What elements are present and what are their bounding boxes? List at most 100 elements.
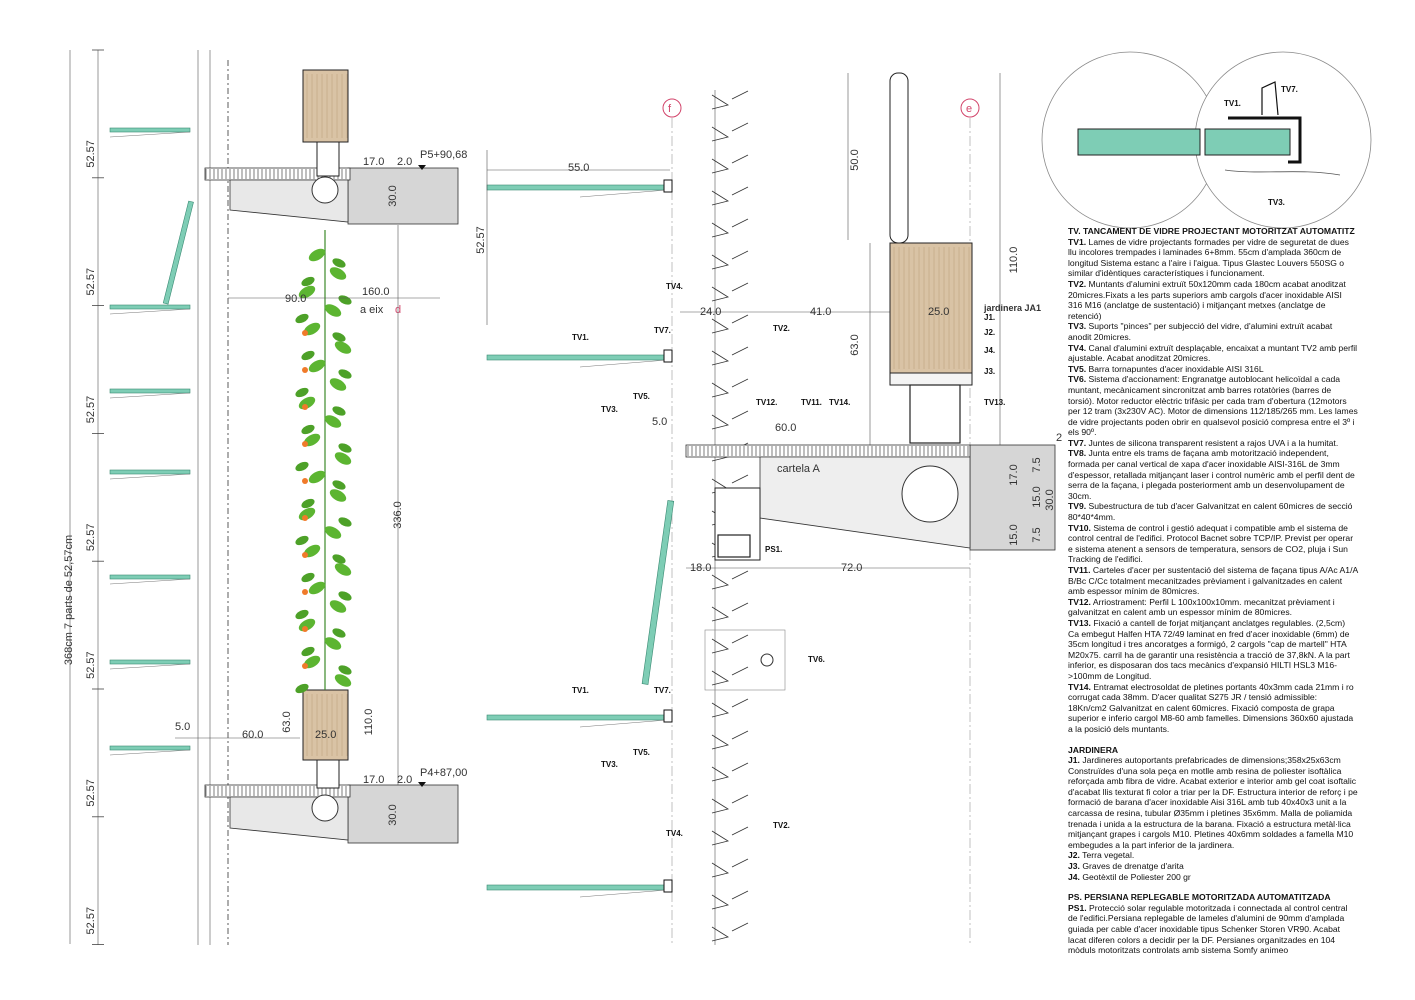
item-code: TV3.: [1068, 321, 1087, 332]
leaf: [324, 304, 342, 317]
dim-5-mid: 5.0: [652, 416, 667, 428]
dim-160: 160.0: [362, 286, 390, 298]
upper-planter-foot: [316, 141, 340, 177]
leaf: [295, 683, 309, 694]
glass-louver: [109, 745, 191, 751]
sawtooth-tooth: [711, 190, 730, 206]
louver-hinge: [731, 602, 749, 612]
tv6-gear: [760, 653, 774, 667]
louver-arm: [109, 663, 191, 670]
tv-item: TV3. Suports "pinces" per subjecció del …: [1068, 321, 1358, 342]
item-code: J2.: [1068, 850, 1080, 861]
detail-glass-left: [1077, 128, 1201, 156]
item-text: Subestructura de tub d'acer Galvanitzat …: [1068, 501, 1353, 523]
leaf: [301, 572, 315, 583]
joint-detail: TV1. TV7. TV3.: [1041, 51, 1372, 229]
tv-item: TV14. Entramat electrosoldat de pletines…: [1068, 682, 1358, 735]
ps-item: PS1. Protecció solar regulable motoritza…: [1068, 903, 1358, 956]
louver-hinge: [731, 698, 749, 708]
louver-hinge: [731, 762, 749, 772]
louver-hinge: [731, 826, 749, 836]
glass-louver: [109, 574, 191, 580]
louver-arm: [579, 359, 668, 368]
leaf: [301, 498, 315, 509]
item-code: J4.: [1068, 871, 1080, 882]
sawtooth-tooth: [711, 926, 730, 942]
louver-hinge: [731, 378, 749, 388]
tag-tv11: TV11.: [801, 398, 822, 407]
tag-ps1: PS1.: [765, 545, 782, 554]
item-text: Fixació a cantell de forjat mitjançant a…: [1068, 617, 1350, 681]
item-text: Carteles d'acer per sustentació del sist…: [1068, 565, 1358, 597]
louver-hinge: [731, 922, 749, 932]
leaf: [308, 248, 326, 262]
sawtooth-tooth: [711, 574, 730, 590]
flower: [302, 515, 308, 521]
louver-arm: [109, 749, 191, 756]
item-code: TV4.: [1068, 342, 1087, 353]
louver-clip: [663, 879, 673, 893]
leaf: [295, 609, 309, 620]
leaf: [332, 554, 346, 564]
axis-label: a eix: [360, 304, 384, 316]
middle-glass-louvers: [486, 179, 673, 898]
item-text: Canal d'alumini extruït desplaçable, enc…: [1068, 342, 1358, 364]
j-item: J4. Geotèxtil de Poliester 200 gr: [1068, 872, 1358, 883]
louver-arm: [109, 131, 191, 138]
dim-63-mid: 63.0: [849, 334, 861, 355]
middle-grating-bars: [687, 446, 969, 456]
item-code: TV7.: [1068, 437, 1087, 448]
detail-profile: [1228, 116, 1302, 164]
ps-section-title: PS. PERSIANA REPLEGABLE MOTORITZADA AUTO…: [1068, 892, 1331, 903]
leaf: [301, 276, 315, 287]
tv-item: TV12. Arriostrament: Perfil L 100x100x10…: [1068, 597, 1358, 618]
spacing-label: 52.57: [85, 907, 97, 935]
flower: [302, 478, 308, 484]
item-text: Arriostrament: Perfil L 100x100x10mm. me…: [1068, 596, 1335, 618]
sawtooth-tooth: [711, 414, 730, 430]
dim-15-left: 15.0: [1008, 524, 1020, 545]
dim-72: 72.0: [841, 562, 862, 574]
item-text: Suports "pinces" per subjecció del vidre…: [1068, 321, 1333, 342]
louver-hinge: [731, 570, 749, 580]
leaf: [301, 646, 315, 657]
drainage-layer: [889, 372, 973, 386]
leaf: [334, 674, 352, 687]
dim-41: 41.0: [810, 306, 831, 318]
dim-52-mid: 52.57: [475, 226, 487, 254]
tv-item: TV7. Juntes de silicona transparent resi…: [1068, 438, 1358, 449]
dim-60: 60.0: [242, 729, 263, 741]
tag-tv1-top: TV1.: [572, 333, 589, 342]
glass-louver: [109, 127, 191, 133]
flower: [302, 626, 308, 632]
leaf: [295, 461, 309, 472]
leaf: [295, 313, 309, 324]
item-text: Junta entre els trams de façana amb moto…: [1068, 448, 1355, 501]
dim-30-top: 30.0: [387, 185, 399, 206]
tv-item: TV11. Carteles d'acer per sustentació de…: [1068, 565, 1358, 597]
cartela-a: cartela A: [777, 463, 820, 475]
detail-tag-tv3: TV3.: [1268, 198, 1285, 207]
tag-tv2-top: TV2.: [773, 324, 790, 333]
louver-hinge: [731, 154, 749, 164]
leaf: [334, 452, 352, 465]
flower: [302, 404, 308, 410]
item-text: Geotèxtil de Poliester 200 gr: [1079, 871, 1191, 882]
dim-7-5-top: 7.5: [1031, 457, 1043, 472]
dim-17-slab: 17.0: [1008, 464, 1020, 485]
leaf: [338, 517, 352, 527]
dim-17-top: 17.0: [363, 156, 384, 168]
leaf: [338, 369, 352, 379]
tv-item: TV10. Sistema de control i gestió adequa…: [1068, 523, 1358, 565]
louver-clip: [663, 349, 673, 363]
leaf: [332, 406, 346, 416]
tag-j4: J4.: [984, 346, 995, 355]
specification-notes: TV. TANCAMENT DE VIDRE PROJECTANT MOTORI…: [1068, 226, 1358, 956]
louver-hinge: [731, 634, 749, 644]
tag-tv13: TV13.: [984, 398, 1005, 407]
middle-motor: [901, 465, 959, 523]
item-code: TV13.: [1068, 617, 1091, 628]
louver-arm: [579, 719, 668, 728]
leaf: [295, 535, 309, 546]
